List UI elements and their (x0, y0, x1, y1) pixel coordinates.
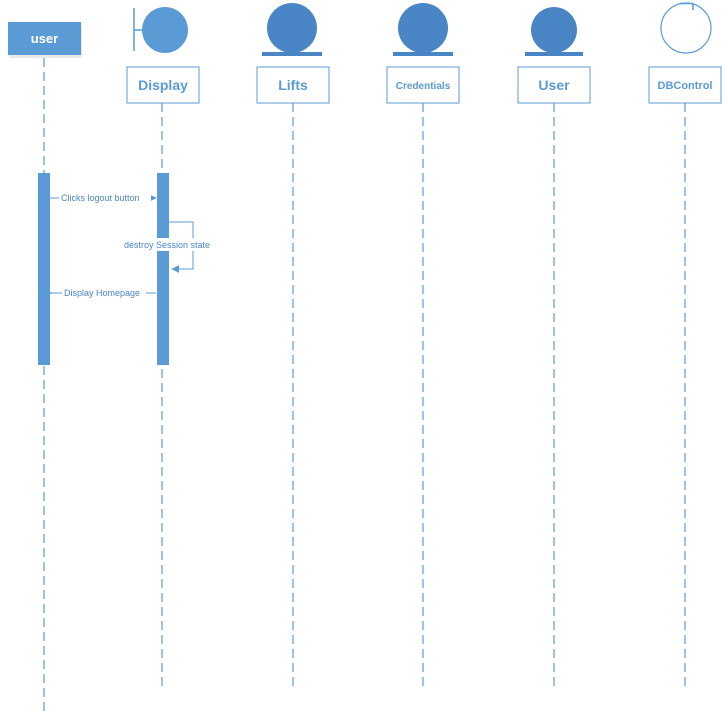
participant-user-entity[interactable]: User (517, 66, 591, 104)
message-clicks-logout[interactable]: Clicks logout button (50, 191, 157, 204)
entity-icon (393, 3, 453, 56)
participant-dbcontrol[interactable]: DBControl (648, 66, 722, 104)
participant-lifts-label: Lifts (278, 77, 308, 93)
participant-credentials[interactable]: Credentials (386, 66, 460, 104)
actor-user-label: user (31, 31, 58, 46)
message-destroy-session[interactable]: destroy Session state (122, 221, 216, 273)
entity-icon (262, 3, 322, 56)
participant-display[interactable]: Display (126, 66, 200, 104)
control-icon (660, 2, 712, 54)
message-display-homepage[interactable]: Display Homepage (51, 286, 156, 299)
participant-lifts[interactable]: Lifts (256, 66, 330, 104)
participant-credentials-label: Credentials (396, 81, 451, 92)
boundary-icon (133, 7, 188, 53)
actor-user[interactable]: user (8, 22, 82, 58)
message-display-homepage-label: Display Homepage (64, 288, 140, 298)
entity-icon (525, 7, 583, 56)
message-destroy-session-label: destroy Session state (124, 240, 210, 250)
participant-user-entity-label: User (538, 77, 570, 93)
activation-bar-user (38, 173, 50, 365)
activation-bar-display (157, 173, 169, 365)
message-clicks-logout-label: Clicks logout button (61, 193, 140, 203)
participant-dbcontrol-label: DBControl (658, 80, 713, 92)
participant-display-label: Display (138, 77, 188, 93)
